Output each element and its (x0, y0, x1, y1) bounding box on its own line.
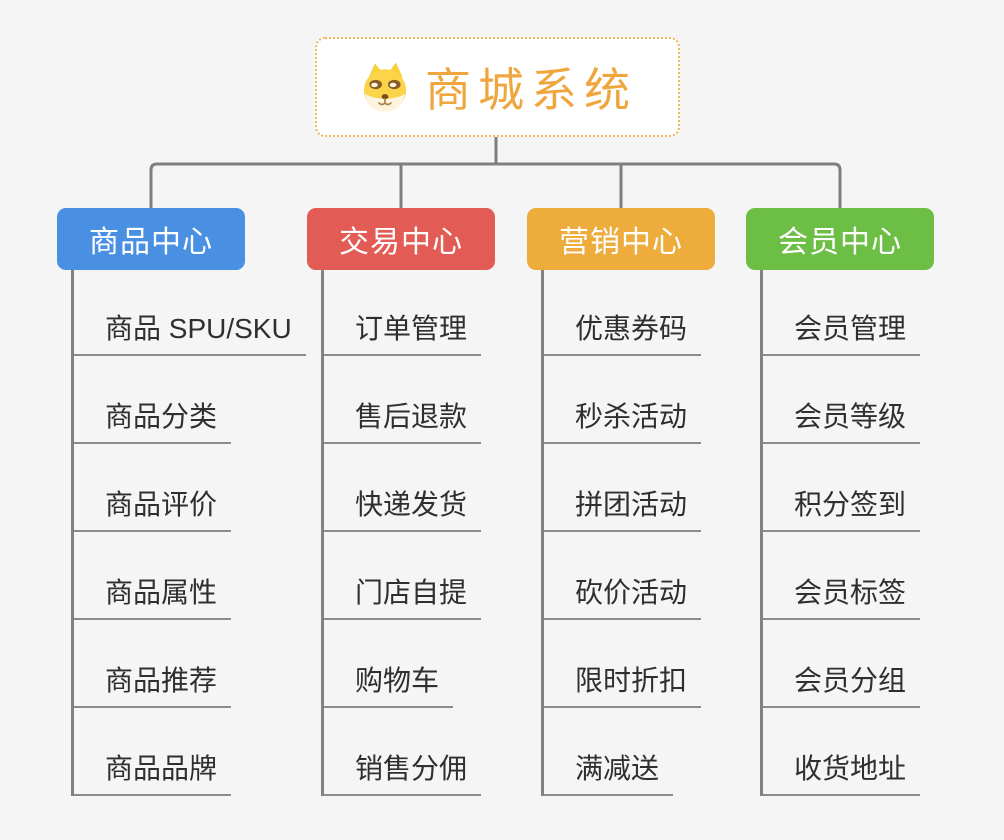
subtopic-item[interactable]: 收货地址 (763, 747, 921, 796)
subtopic-item[interactable]: 售后退款 (324, 395, 482, 444)
sub-row: 会员等级 (763, 356, 996, 444)
branch-children-member: 会员管理 会员等级 积分签到 会员标签 会员分组 收货地址 (760, 270, 996, 796)
subtopic-item[interactable]: 砍价活动 (544, 571, 702, 620)
subtopic-item[interactable]: 销售分佣 (324, 747, 482, 796)
subtopic-item[interactable]: 购物车 (324, 659, 454, 708)
sub-row: 砍价活动 (544, 532, 777, 620)
subtopic-item[interactable]: 商品品牌 (74, 747, 232, 796)
sub-row: 门店自提 (324, 532, 557, 620)
subtopic-item[interactable]: 拼团活动 (544, 483, 702, 532)
sub-row: 商品推荐 (74, 620, 307, 708)
sub-row: 优惠券码 (544, 270, 777, 356)
sub-row: 商品 SPU/SKU (74, 270, 307, 356)
sub-row: 商品分类 (74, 356, 307, 444)
branch-header-marketing-center[interactable]: 营销中心 (527, 208, 715, 270)
subtopic-item[interactable]: 商品推荐 (74, 659, 232, 708)
branch-children-trade: 订单管理 售后退款 快递发货 门店自提 购物车 销售分佣 (321, 270, 557, 796)
sub-row: 订单管理 (324, 270, 557, 356)
branch-header-product-center[interactable]: 商品中心 (57, 208, 245, 270)
subtopic-item[interactable]: 会员分组 (763, 659, 921, 708)
sub-row: 商品评价 (74, 444, 307, 532)
subtopic-item[interactable]: 门店自提 (324, 571, 482, 620)
branch-header-member-center[interactable]: 会员中心 (746, 208, 934, 270)
root-node[interactable]: 商城系统 (315, 37, 680, 137)
branch-trade-center: 交易中心 订单管理 售后退款 快递发货 门店自提 购物车 销售分佣 (307, 208, 557, 796)
sub-row: 会员标签 (763, 532, 996, 620)
sub-row: 满减送 (544, 708, 777, 796)
sub-row: 收货地址 (763, 708, 996, 796)
branch-header-trade-center[interactable]: 交易中心 (307, 208, 495, 270)
subtopic-item[interactable]: 会员等级 (763, 395, 921, 444)
sub-row: 限时折扣 (544, 620, 777, 708)
sub-row: 销售分佣 (324, 708, 557, 796)
subtopic-item[interactable]: 快递发货 (324, 483, 482, 532)
sub-row: 会员管理 (763, 270, 996, 356)
sub-row: 积分签到 (763, 444, 996, 532)
bus-line (149, 162, 842, 208)
subtopic-item[interactable]: 优惠券码 (544, 307, 702, 356)
subtopic-item[interactable]: 满减送 (544, 747, 674, 796)
subtopic-item[interactable]: 积分签到 (763, 483, 921, 532)
root-title: 商城系统 (425, 64, 637, 116)
sub-row: 商品品牌 (74, 708, 307, 796)
branch-product-center: 商品中心 商品 SPU/SKU 商品分类 商品评价 商品属性 商品推荐 商品品牌 (57, 208, 307, 796)
subtopic-item[interactable]: 限时折扣 (544, 659, 702, 708)
subtopic-item[interactable]: 会员管理 (763, 307, 921, 356)
subtopic-item[interactable]: 商品评价 (74, 483, 232, 532)
subtopic-item[interactable]: 商品 SPU/SKU (74, 307, 306, 356)
branch-children-marketing: 优惠券码 秒杀活动 拼团活动 砍价活动 限时折扣 满减送 (541, 270, 777, 796)
branch-children-product: 商品 SPU/SKU 商品分类 商品评价 商品属性 商品推荐 商品品牌 (71, 270, 307, 796)
sub-row: 商品属性 (74, 532, 307, 620)
doge-face-icon (363, 62, 407, 112)
subtopic-item[interactable]: 商品分类 (74, 395, 232, 444)
sub-row: 秒杀活动 (544, 356, 777, 444)
sub-row: 售后退款 (324, 356, 557, 444)
sub-row: 会员分组 (763, 620, 996, 708)
branch-member-center: 会员中心 会员管理 会员等级 积分签到 会员标签 会员分组 收货地址 (746, 208, 996, 796)
subtopic-item[interactable]: 订单管理 (324, 307, 482, 356)
subtopic-item[interactable]: 秒杀活动 (544, 395, 702, 444)
sub-row: 拼团活动 (544, 444, 777, 532)
sub-row: 快递发货 (324, 444, 557, 532)
subtopic-item[interactable]: 商品属性 (74, 571, 232, 620)
subtopic-item[interactable]: 会员标签 (763, 571, 921, 620)
branch-marketing-center: 营销中心 优惠券码 秒杀活动 拼团活动 砍价活动 限时折扣 满减送 (527, 208, 777, 796)
sub-row: 购物车 (324, 620, 557, 708)
